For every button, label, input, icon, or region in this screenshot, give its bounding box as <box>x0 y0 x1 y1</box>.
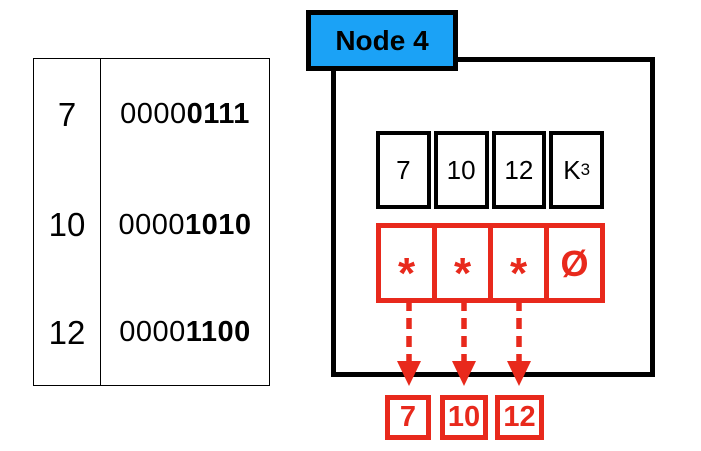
binary-prefix: 0000 <box>119 316 186 348</box>
child-record-box: 12 <box>495 395 544 440</box>
asterisk-pointer: * <box>453 249 472 298</box>
key-cell: 12 <box>491 131 547 209</box>
binary-table-key: 7 <box>34 59 101 170</box>
child-record-box: 7 <box>385 395 431 440</box>
pointer-cell: * <box>432 228 488 298</box>
key-cell: 7 <box>376 131 431 209</box>
node4-label: Node 4 <box>306 10 458 71</box>
asterisk-pointer: * <box>397 249 416 298</box>
pointer-cell: * <box>488 228 544 298</box>
child-record-box: 10 <box>440 395 488 440</box>
key-cell: 10 <box>433 131 489 209</box>
binary-prefix: 0000 <box>120 98 187 130</box>
empty-set-symbol: Ø <box>560 243 589 284</box>
binary-table-key: 10 <box>34 170 101 280</box>
key-slot-base: K <box>563 154 581 185</box>
node4-box <box>331 57 655 377</box>
binary-suffix: 1100 <box>185 316 251 348</box>
binary-prefix: 0000 <box>118 208 185 241</box>
node4-label-text: Node 4 <box>335 24 429 56</box>
asterisk-pointer: * <box>509 249 528 298</box>
pointers-row: * * * Ø <box>376 223 605 303</box>
null-pointer-cell: Ø <box>544 228 600 298</box>
pointer-cell: * <box>381 228 432 298</box>
binary-suffix: 1010 <box>185 208 252 241</box>
binary-table-key: 12 <box>34 280 101 385</box>
binary-suffix: 0111 <box>186 98 250 130</box>
